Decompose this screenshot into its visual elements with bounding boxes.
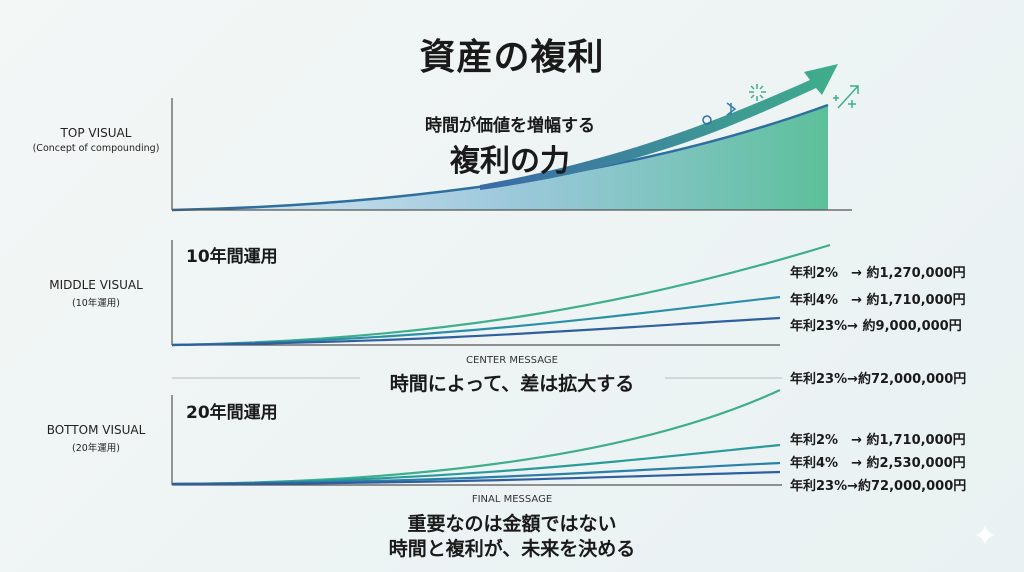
label: BOTTOM VISUAL: [46, 423, 146, 437]
axes: [171, 98, 852, 486]
growth-area: [172, 105, 828, 210]
sparkle-icons: [702, 84, 859, 125]
sublabel: (10年運用): [71, 298, 120, 309]
rate-label: 年利23%→約72,000,000円: [790, 479, 967, 494]
bottom-curves: [171, 389, 781, 486]
sublabel: (Concept of compounding): [32, 143, 160, 154]
curve-4pct: [171, 295, 781, 347]
bottom-visual-label: BOTTOM VISUAL (20年運用): [47, 423, 146, 454]
sparkle-icon: [975, 525, 995, 545]
final-caption: FINAL MESSAGE: [471, 494, 553, 505]
final-line-2: 時間と複利が、未来を決める: [388, 538, 636, 560]
rate-label: 年利23%→ 約9,000,000円: [790, 319, 962, 334]
bottom-heading: 20年間運用: [186, 403, 278, 423]
top-visual-label: TOP VISUAL (Concept of compounding): [33, 126, 160, 154]
label: MIDDLE VISUAL: [49, 278, 143, 292]
center-caption: CENTER MESSAGE: [466, 355, 558, 366]
rate-label: 年利4% → 約1,710,000円: [790, 293, 966, 308]
page-title: 資産の複利: [419, 37, 605, 78]
tagline: 時間が価値を増幅する: [425, 116, 595, 136]
headline: 複利の力: [450, 144, 570, 179]
burst-icon: [749, 84, 766, 101]
rate-label: 年利4% → 約2,530,000円: [790, 456, 966, 471]
middle-visual-label: MIDDLE VISUAL (10年運用): [49, 278, 143, 309]
middle-curves: [171, 243, 831, 347]
center-message: 時間によって、差は拡大する: [389, 373, 635, 395]
arrow-icon: [726, 102, 737, 116]
final-line-1: 重要なのは金額ではない: [407, 513, 617, 535]
rate-label: 年利2% → 約1,270,000円: [790, 266, 966, 281]
label: TOP VISUAL: [60, 126, 132, 140]
curve-2pct: [171, 316, 781, 347]
middle-heading: 10年間運用: [186, 247, 278, 267]
rate-label: 年利2% → 約1,710,000円: [790, 433, 966, 448]
circle-icon: [702, 115, 712, 125]
rate-highlight: 年利23%→約72,000,000円: [790, 372, 967, 387]
sublabel: (20年運用): [71, 443, 121, 454]
up-arrow-plus-icon: [833, 85, 859, 109]
curve-base: [171, 470, 781, 486]
